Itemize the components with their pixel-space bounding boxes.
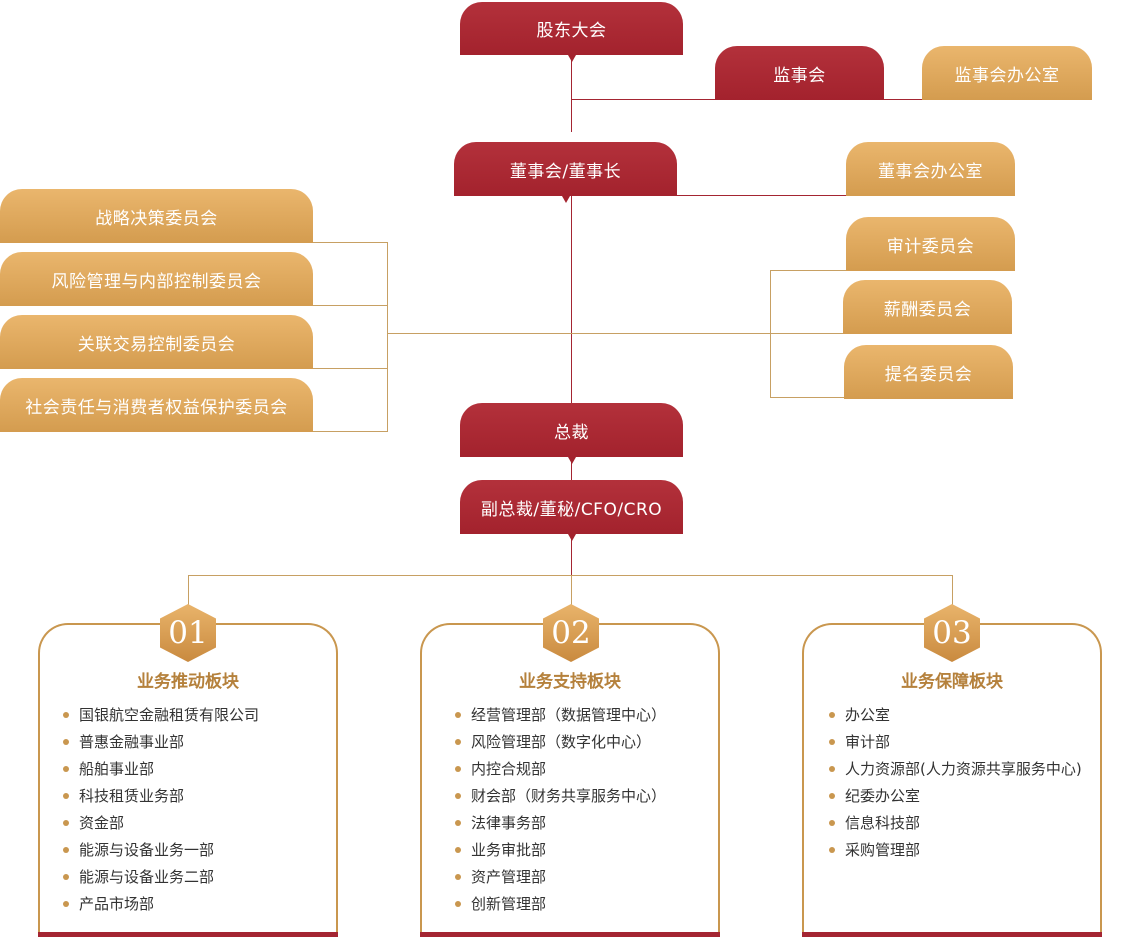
section-3-drop	[952, 575, 953, 607]
committee-left-link	[312, 431, 388, 432]
left-committee-risk: 风险管理与内部控制委员会	[0, 252, 313, 306]
list-item: 财会部（财务共享服务中心）	[455, 786, 666, 813]
board-office-connector	[677, 195, 847, 196]
committee-right-link	[770, 270, 846, 271]
supervisory-office-connector	[884, 99, 924, 100]
section-title: 业务保障板块	[901, 672, 1003, 692]
list-item: 法律事务部	[455, 813, 666, 840]
list-item: 能源与设备业务二部	[63, 867, 259, 894]
list-item: 产品市场部	[63, 894, 259, 921]
section-item-list: 国银航空金融租赁有限公司 普惠金融事业部 船舶事业部 科技租赁业务部 资金部 能…	[63, 705, 259, 921]
supervisory-connector	[571, 99, 716, 100]
section-item-list: 办公室 审计部 人力资源部(人力资源共享服务中心) 纪委办公室 信息科技部 采购…	[829, 705, 1082, 867]
shareholders-node: 股东大会	[460, 2, 683, 55]
section-box-business-support: 业务支持板块 经营管理部（数据管理中心） 风险管理部（数字化中心） 内控合规部 …	[420, 623, 720, 937]
list-item: 船舶事业部	[63, 759, 259, 786]
section-box-business-drive: 业务推动板块 国银航空金融租赁有限公司 普惠金融事业部 船舶事业部 科技租赁业务…	[38, 623, 338, 937]
section-item-list: 经营管理部（数据管理中心） 风险管理部（数字化中心） 内控合规部 财会部（财务共…	[455, 705, 666, 921]
committee-left-link	[312, 242, 388, 243]
list-item: 普惠金融事业部	[63, 732, 259, 759]
right-bracket-vertical	[770, 270, 771, 398]
section-title: 业务支持板块	[519, 672, 621, 692]
list-item: 办公室	[829, 705, 1082, 732]
left-bracket-vertical	[387, 242, 388, 432]
section-bottom-bar	[802, 932, 1102, 937]
right-committee-nomination: 提名委员会	[844, 345, 1013, 399]
president-vp-connector	[571, 456, 572, 481]
committee-left-link	[312, 305, 388, 306]
section-1-drop	[188, 575, 189, 607]
list-item: 能源与设备业务一部	[63, 840, 259, 867]
section-bottom-bar	[420, 932, 720, 937]
list-item: 信息科技部	[829, 813, 1082, 840]
main-vertical-connector	[571, 54, 572, 132]
vp-sections-connector	[571, 533, 572, 575]
left-committee-social-responsibility: 社会责任与消费者权益保护委员会	[0, 378, 313, 432]
list-item: 资产管理部	[455, 867, 666, 894]
list-item: 资金部	[63, 813, 259, 840]
section-number-badge: 02	[543, 604, 599, 662]
right-committee-audit: 审计委员会	[846, 217, 1015, 271]
section-number-badge: 01	[160, 604, 216, 662]
left-committee-strategy: 战略决策委员会	[0, 189, 313, 243]
supervisory-board-node: 监事会	[715, 46, 884, 100]
sections-horizontal-connector	[188, 575, 953, 576]
vice-president-node: 副总裁/董秘/CFO/CRO	[460, 480, 683, 534]
board-president-connector	[571, 196, 572, 404]
list-item: 内控合规部	[455, 759, 666, 786]
list-item: 采购管理部	[829, 840, 1082, 867]
list-item: 纪委办公室	[829, 786, 1082, 813]
list-item: 风险管理部（数字化中心）	[455, 732, 666, 759]
list-item: 人力资源部(人力资源共享服务中心)	[829, 759, 1082, 786]
president-node: 总裁	[460, 403, 683, 457]
right-committee-compensation: 薪酬委员会	[843, 280, 1012, 334]
supervisory-office-node: 监事会办公室	[922, 46, 1092, 100]
list-item: 国银航空金融租赁有限公司	[63, 705, 259, 732]
committee-right-link	[770, 333, 843, 334]
section-number-badge: 03	[924, 604, 980, 662]
board-node: 董事会/董事长	[454, 142, 677, 196]
section-bottom-bar	[38, 932, 338, 937]
board-office-node: 董事会办公室	[846, 142, 1015, 196]
list-item: 审计部	[829, 732, 1082, 759]
list-item: 科技租赁业务部	[63, 786, 259, 813]
central-horizontal-connector	[387, 333, 771, 334]
list-item: 业务审批部	[455, 840, 666, 867]
committee-left-link	[312, 368, 388, 369]
committee-right-link	[770, 397, 844, 398]
left-committee-related-transactions: 关联交易控制委员会	[0, 315, 313, 369]
list-item: 创新管理部	[455, 894, 666, 921]
section-2-drop	[571, 575, 572, 607]
section-box-business-assurance: 业务保障板块 办公室 审计部 人力资源部(人力资源共享服务中心) 纪委办公室 信…	[802, 623, 1102, 937]
list-item: 经营管理部（数据管理中心）	[455, 705, 666, 732]
section-title: 业务推动板块	[137, 672, 239, 692]
